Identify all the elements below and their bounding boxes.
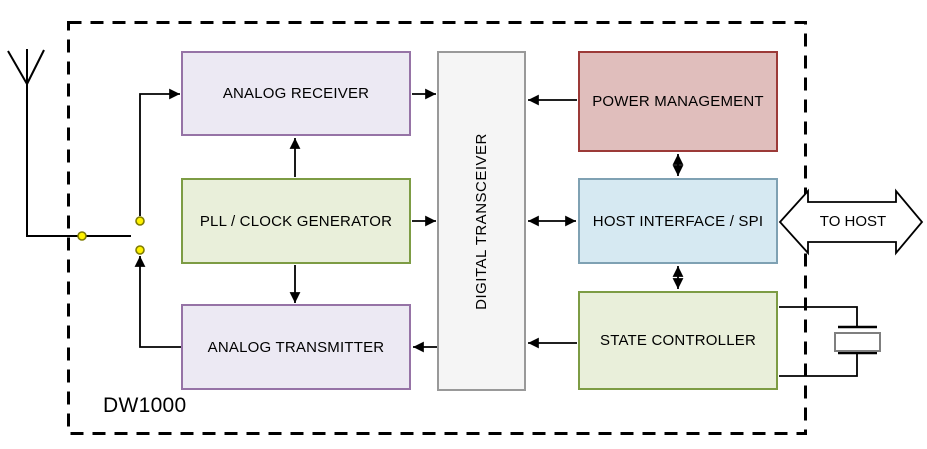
to-host-label: TO HOST	[819, 213, 887, 230]
block-host-interface-spi: HOST INTERFACE / SPI	[578, 178, 778, 264]
block-pll-clock-generator: PLL / CLOCK GENERATOR	[181, 178, 411, 264]
block-analog-receiver: ANALOG RECEIVER	[181, 51, 411, 136]
block-state-controller-label: STATE CONTROLLER	[600, 332, 756, 349]
block-digital-transceiver-label: DIGITAL TRANSCEIVER	[473, 132, 491, 310]
rf-switch-tx-node	[135, 245, 145, 255]
block-analog-transmitter: ANALOG TRANSMITTER	[181, 304, 411, 390]
antenna-icon	[7, 49, 131, 237]
chip-name-label: DW1000	[103, 394, 187, 417]
rf-switch-nodes	[77, 216, 145, 255]
rf-switch-pole-node	[77, 231, 87, 241]
block-digital-transceiver: DIGITAL TRANSCEIVER	[437, 51, 526, 391]
block-pll-clock-generator-label: PLL / CLOCK GENERATOR	[199, 212, 393, 230]
chip-boundary-dashed-box	[67, 21, 807, 435]
block-power-management: POWER MANAGEMENT	[578, 51, 778, 152]
connector-switch-to-receiver	[139, 88, 180, 216]
to-host-arrow	[778, 188, 924, 256]
block-state-controller: STATE CONTROLLER	[578, 291, 778, 390]
block-analog-receiver-label: ANALOG RECEIVER	[222, 85, 370, 102]
block-power-management-label: POWER MANAGEMENT	[592, 93, 764, 110]
block-analog-transmitter-label: ANALOG TRANSMITTER	[207, 338, 385, 356]
connector-transmitter-to-switch	[134, 256, 181, 348]
crystal-oscillator-icon	[779, 306, 881, 377]
block-host-interface-spi-label: HOST INTERFACE / SPI	[592, 212, 764, 230]
rf-switch-rx-node	[135, 216, 145, 226]
